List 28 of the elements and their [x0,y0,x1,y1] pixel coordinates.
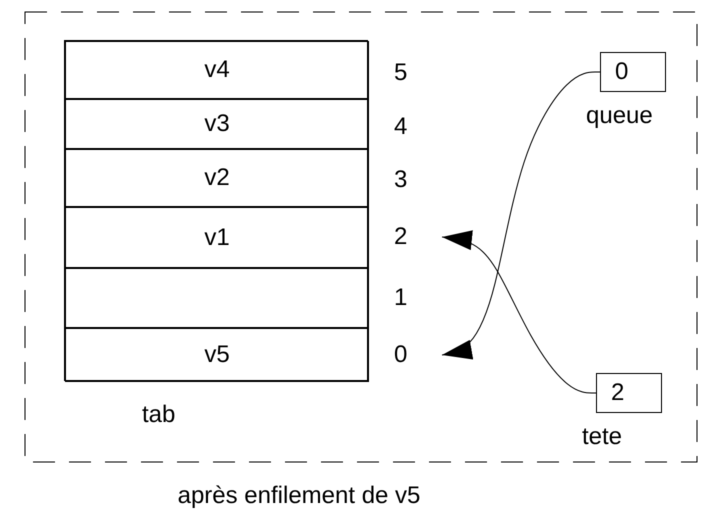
caption: après enfilement de v5 [176,482,422,510]
value-text: 2 [611,379,624,407]
index-number: 4 [390,109,442,145]
variable-box [596,373,662,413]
value-text: v3 [203,110,231,138]
value-text: v1 [203,224,231,252]
name-label: tete [582,423,622,451]
value-text: v4 [203,56,231,84]
table-row [65,149,369,207]
table-row [65,41,369,99]
table [64,40,368,381]
index-number: 5 [390,55,442,91]
curved-arrow [442,72,600,360]
empty-table-row [65,268,369,328]
table-row [65,207,369,268]
index-number: 1 [390,280,442,316]
name-label: queue [586,102,653,130]
variable-box [600,52,666,92]
value-text: 0 [615,58,628,86]
value-text: v5 [203,341,231,369]
index-number: 2 [390,219,442,255]
curved-arrow [442,230,596,394]
table-row [65,328,369,382]
table-row [65,99,369,149]
name-label: tab [142,401,176,429]
index-number: 0 [390,337,442,373]
value-text: v2 [203,164,231,192]
index-number: 3 [390,162,442,198]
